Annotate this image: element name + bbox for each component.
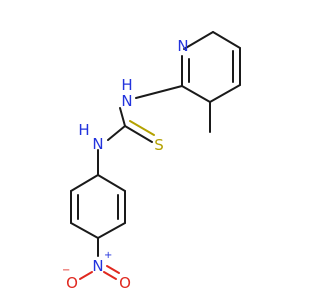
pyridine-nitrogen-label: N: [177, 37, 188, 55]
bond-ph-3: [97, 222, 126, 239]
bond-c2-nh-top: [135, 85, 183, 99]
phenyl-ring: [70, 174, 126, 257]
bond-c-nh-bottom: [107, 125, 126, 141]
nh-bottom-nitrogen-label: N: [92, 135, 103, 153]
nitro-group: [79, 265, 120, 280]
nitro-oxygen-left-charge: −: [62, 265, 70, 276]
bond-ph-4: [70, 222, 99, 239]
thiourea-core: [97, 85, 183, 176]
nh-top-hydrogen-label: H: [121, 76, 132, 94]
bond-nh-top-c: [119, 107, 126, 127]
bond-pyr-c6-c5: [212, 31, 241, 49]
bond-n-o-right-double: [106, 265, 120, 274]
bond-ph-1: [97, 174, 126, 192]
nitro-nitrogen-label: N: [92, 257, 103, 275]
bond-pyr-c3-c2: [181, 85, 211, 103]
bond-c-s: [124, 125, 153, 143]
nitro-plus-charge: +: [104, 250, 112, 261]
bond-n-o-right: [103, 271, 117, 280]
nitro-oxygen-right-label: O: [119, 274, 131, 292]
bond-pyr-n-c6: [183, 31, 214, 50]
bond-ph-6: [70, 174, 99, 192]
nh-bottom-hydrogen-label: H: [78, 121, 89, 139]
nitro-oxygen-left-label: O: [66, 274, 78, 292]
pyridine-ring: [181, 31, 241, 133]
molecule-structure: N N H N H S N + O − O: [62, 31, 241, 292]
sulfur-label: S: [154, 136, 164, 154]
bond-n-o-left: [79, 271, 93, 280]
bond-c-s-double: [129, 120, 155, 136]
bond-pyr-c4-c3: [209, 84, 241, 103]
nh-top-nitrogen-label: N: [121, 92, 132, 110]
